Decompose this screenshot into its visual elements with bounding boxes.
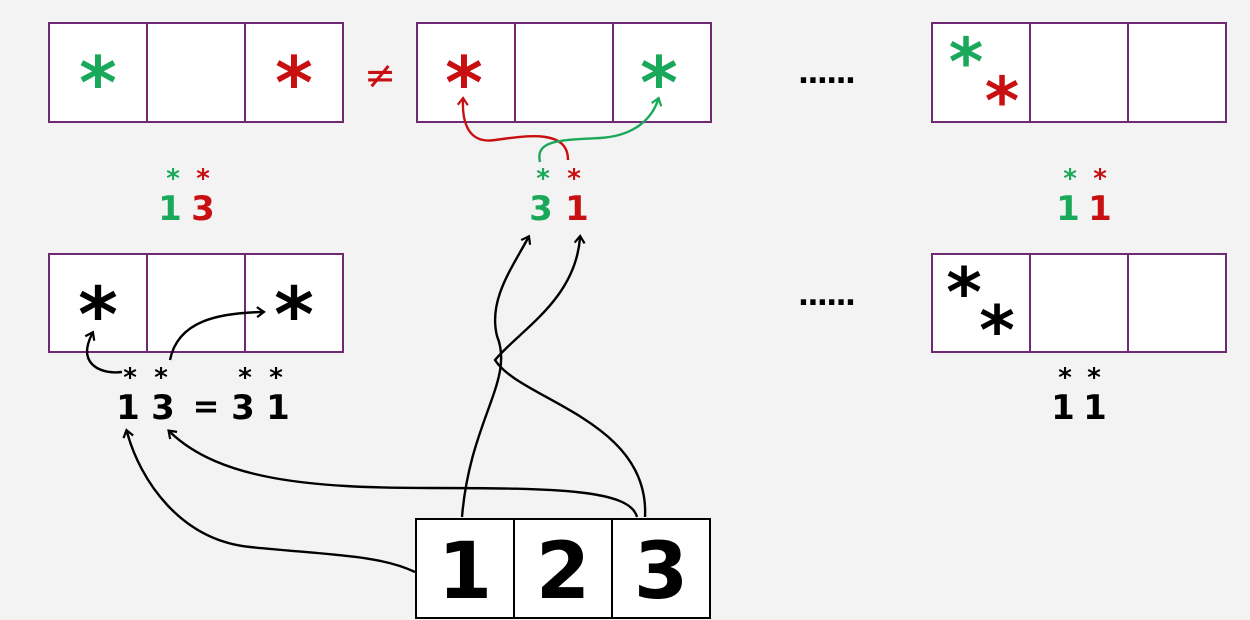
source-3-to-top-1 [493, 234, 647, 518]
label-star: * [238, 363, 252, 393]
bottom-left-star-3: * [274, 270, 314, 359]
bottom-left-label: * * 1 3 = * * 3 1 [116, 363, 290, 428]
source-cell-3: 3 [634, 527, 688, 617]
top-right-label: * * 1 1 [1056, 164, 1112, 229]
top-right-red-star: * [985, 63, 1020, 140]
top-left-red-star: * [275, 41, 313, 125]
top-mid-box [416, 22, 712, 123]
label-star: * [166, 164, 180, 194]
label-star: * [1087, 363, 1101, 393]
label-digit: 1 [266, 388, 290, 428]
label-digit: 1 [116, 388, 140, 428]
not-equal-sign: ≠ [364, 53, 396, 97]
label-star: * [154, 363, 168, 393]
label-digit: 1 [1056, 189, 1080, 229]
black-arrow-to-cell-1 [84, 330, 123, 374]
label-digit: 3 [231, 388, 255, 428]
label-digit: 1 [1088, 189, 1112, 229]
label-digit: 3 [191, 189, 215, 229]
label-digit: 3 [151, 388, 175, 428]
top-left-green-star: * [79, 41, 117, 125]
green-swap-arrow [538, 96, 663, 163]
top-left-label: * * 1 3 [158, 164, 215, 229]
label-star: * [1093, 164, 1107, 194]
top-right-box [931, 22, 1227, 123]
label-digit: 1 [565, 189, 589, 229]
bottom-right-star-lower: * [979, 292, 1015, 371]
label-star: * [536, 164, 550, 194]
bottom-left-star-1: * [78, 270, 118, 359]
top-ellipsis: ...... [798, 56, 854, 91]
bottom-right-label: * * 1 1 [1051, 363, 1107, 428]
label-star: * [1063, 164, 1077, 194]
bottom-right-star-upper: * [946, 254, 982, 333]
label-star: * [196, 164, 210, 194]
black-arrow-to-cell-3 [168, 306, 266, 361]
source-cell-1: 1 [438, 527, 492, 617]
label-digit: 1 [1083, 388, 1107, 428]
source-1-to-bottom-1 [122, 428, 416, 574]
top-left-box [48, 22, 344, 123]
label-star: * [269, 363, 283, 393]
bottom-ellipsis: ...... [798, 278, 854, 313]
red-swap-arrow [456, 96, 570, 161]
bottom-left-box [48, 253, 344, 353]
label-star: * [1058, 363, 1072, 393]
source-box [415, 518, 711, 619]
label-star: * [567, 164, 581, 194]
source-3-to-bottom-3 [167, 429, 639, 518]
label-digit: 1 [1051, 388, 1075, 428]
source-1-to-top-3 [460, 234, 532, 518]
equals-sign: = [193, 387, 220, 425]
label-digit: 1 [158, 189, 182, 229]
bottom-right-box [931, 253, 1227, 353]
top-mid-green-star: * [640, 41, 678, 125]
label-star: * [123, 363, 137, 393]
top-right-green-star: * [949, 24, 984, 101]
top-mid-label: * * 3 1 [529, 164, 589, 229]
source-cell-2: 2 [536, 527, 590, 617]
label-digit: 3 [529, 189, 553, 229]
